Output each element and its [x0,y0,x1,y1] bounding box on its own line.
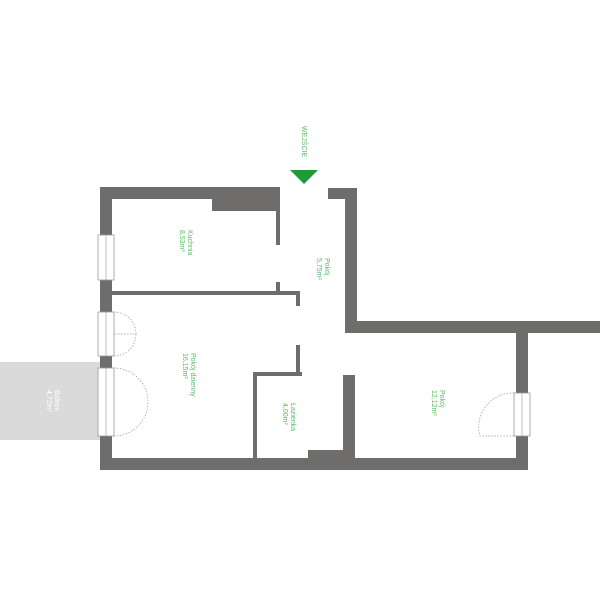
room-label-bathroom: Łazienka 4,00m² [281,403,296,431]
room-label-kitchen: Kuchnia 8,53m² [178,230,193,255]
svg-text:Balkon: Balkon [53,390,60,412]
svg-text:16,15m²: 16,15m² [181,353,188,379]
door-swings [113,311,515,437]
svg-text:4,72m²: 4,72m² [45,390,52,412]
windows [97,234,531,437]
svg-text:Pokój: Pokój [323,258,330,276]
room-label-living: Pokój dzienny 16,15m² [181,353,196,397]
svg-text:Kuchnia: Kuchnia [186,230,193,255]
svg-text:5,75m²: 5,75m² [315,258,322,280]
svg-text:4,00m²: 4,00m² [281,403,288,425]
svg-text:8,53m²: 8,53m² [178,230,185,252]
room-label-hall: Pokój 5,75m² [315,258,330,280]
svg-text:12,12m²: 12,12m² [430,390,437,416]
entrance-arrow-icon [290,170,318,184]
svg-text:Łazienka: Łazienka [289,403,296,431]
room-label-balcony: Balkon 4,72m² [45,390,60,412]
svg-text:Pokój dzienny: Pokój dzienny [189,353,196,397]
room-label-room: Pokój 12,12m² [430,390,445,416]
svg-text:Pokój: Pokój [438,390,445,408]
balcony-area [0,362,100,440]
entrance-label: WEJŚCIE [300,126,309,157]
